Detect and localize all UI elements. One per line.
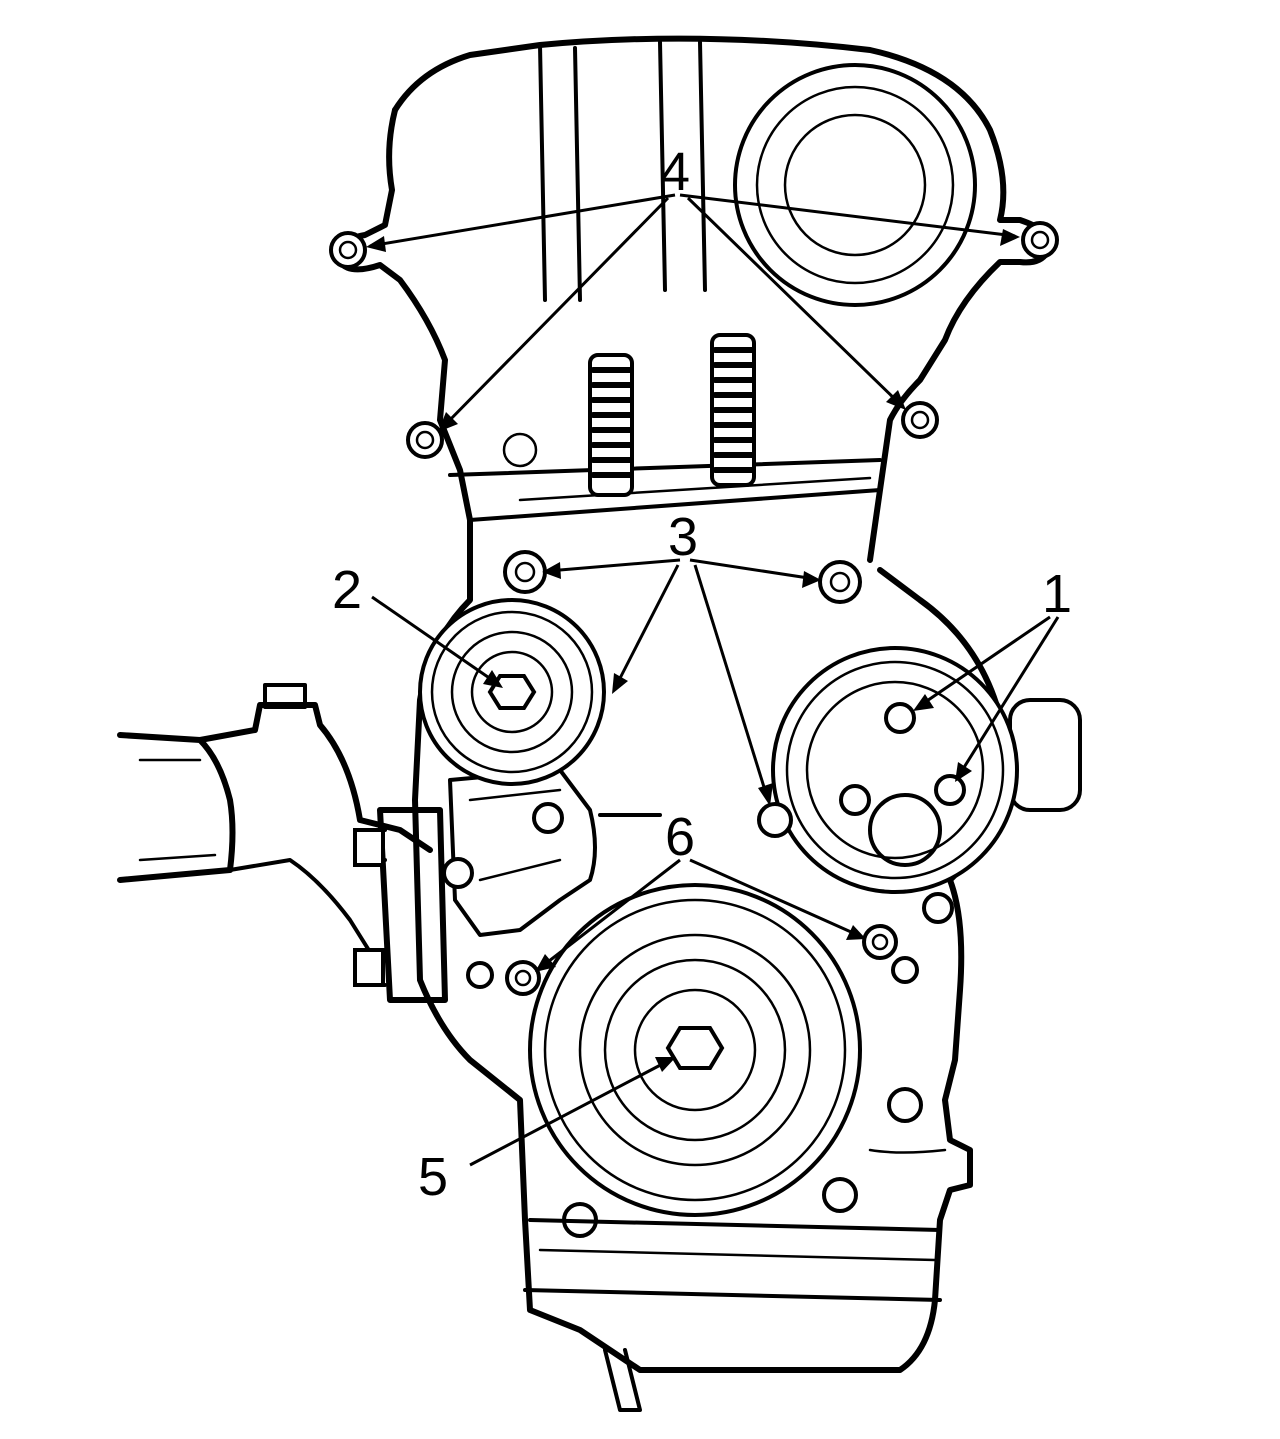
bolts — [329, 221, 1059, 996]
callout-1: 1 — [1042, 564, 1072, 624]
bolt-6-right — [862, 924, 898, 960]
callout-6: 6 — [665, 807, 695, 867]
water-pump-housing — [448, 768, 662, 937]
crankshaft-pulley — [528, 883, 862, 1217]
callout-5: 5 — [418, 1147, 448, 1207]
leader-lines — [366, 193, 1060, 1167]
tensioner-pulley — [418, 598, 606, 786]
bolt-4-mid-left — [406, 421, 444, 459]
bolt-3-left — [503, 550, 547, 594]
bolt-4-mid-right — [901, 401, 939, 439]
callout-4: 4 — [660, 142, 690, 202]
upper-timing-cover — [336, 35, 1053, 563]
bolt-4-top-right — [1021, 221, 1059, 259]
spring-right — [710, 333, 756, 487]
bolt-3-right — [818, 560, 862, 604]
spring-left — [588, 353, 634, 497]
callout-2: 2 — [332, 560, 362, 620]
right-pulley — [771, 646, 1082, 894]
bolt-4-top-left — [329, 231, 367, 269]
callout-3: 3 — [668, 507, 698, 567]
bolt-3-lower — [757, 802, 793, 838]
bolt-6-left — [505, 960, 541, 996]
coolant-outlet — [117, 683, 448, 1003]
callout-labels: 1 2 3 4 5 6 — [332, 142, 1072, 1207]
